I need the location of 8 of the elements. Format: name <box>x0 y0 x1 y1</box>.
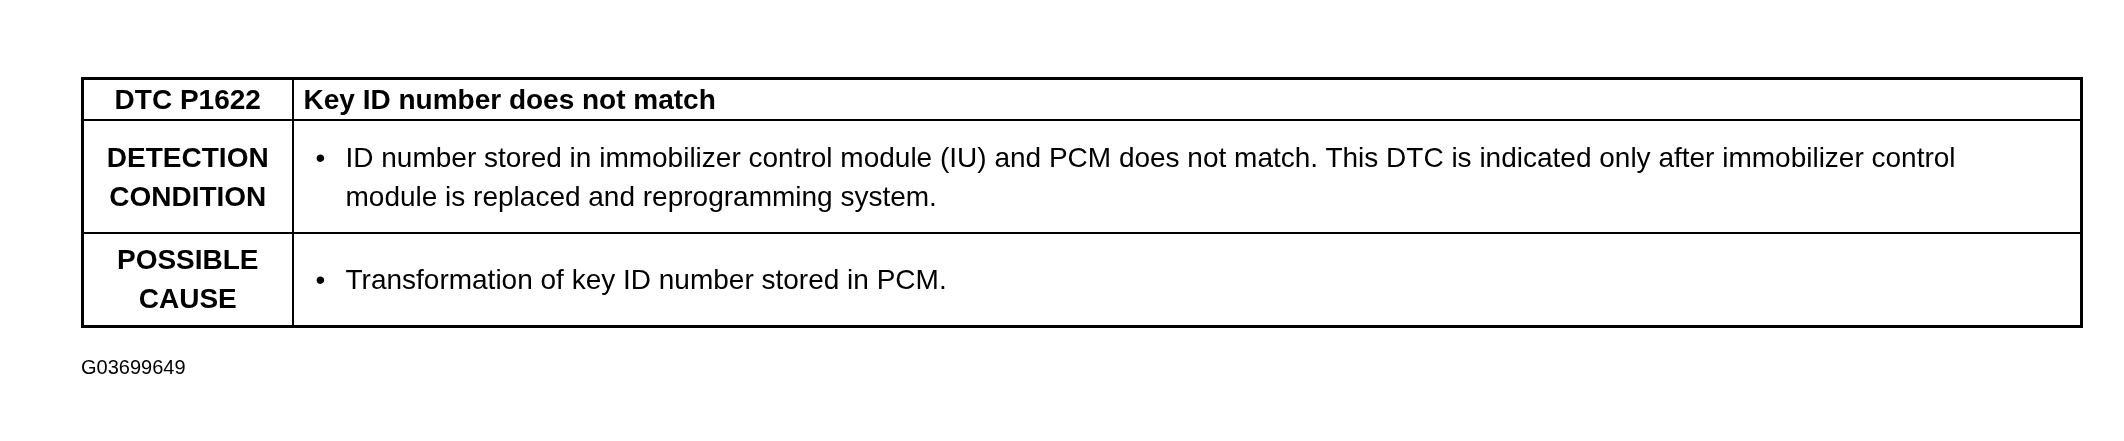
table-cell: DTC P1622 <box>82 78 293 120</box>
bullet: • <box>314 140 327 175</box>
body-text: ID number stored in immobilizer control module (IU) and PCM does not match. This DTC is indicated only after immobilizer control module is replaced and reprogramming system. <box>345 140 1957 214</box>
bullet: • <box>314 262 327 297</box>
table-cell: DETECTION CONDITION <box>82 120 293 233</box>
body-text: Transformation of key ID number stored in PCM. <box>345 262 947 297</box>
heading-text: Key ID number does not match <box>302 84 716 115</box>
figure-id: G03699649 <box>81 355 186 380</box>
